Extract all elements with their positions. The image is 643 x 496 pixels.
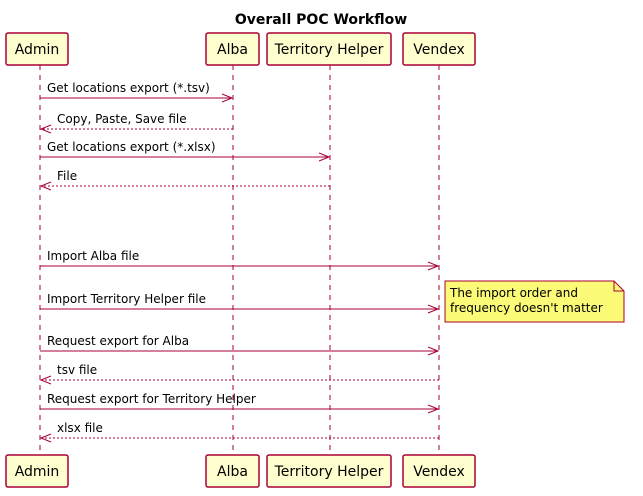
diagram-title: Overall POC Workflow [235,12,407,28]
participant-admin-bottom: Admin [5,454,69,488]
participant-label: Admin [15,464,60,480]
participant-label: Alba [217,42,248,58]
message-6: Import Territory Helper file [40,292,440,314]
message-label: Request export for Alba [47,334,189,348]
arrowhead [318,152,331,162]
participant-box [266,32,392,66]
message-label: Import Alba file [47,249,139,263]
participant-label: Vendex [413,464,465,480]
lifelines [39,65,440,455]
participant-box [5,32,69,66]
message-label: File [57,169,77,183]
participant-admin-top: Admin [5,32,69,66]
participant-alba-bottom: Alba [205,454,260,488]
participant-box [266,454,392,488]
note-line: The import order and [449,286,578,300]
message-10: xlsx file [39,421,439,443]
participant-box [205,454,260,488]
message-label: xlsx file [57,421,103,435]
message-label: tsv file [57,363,97,377]
message-7: Request export for Alba [40,334,440,356]
message-3: Get locations export (*.xlsx) [40,140,331,162]
participant-label: Admin [15,42,60,58]
message-label: Get locations export (*.tsv) [47,81,210,95]
arrowhead [427,404,440,414]
arrowhead [427,304,440,314]
participant-label: Territory Helper [274,42,384,58]
message-1: Get locations export (*.tsv) [40,81,234,103]
participant-box [402,32,476,66]
message-5: Import Alba file [40,249,440,271]
participant-vendex-top: Vendex [402,32,476,66]
arrowhead [39,433,52,443]
message-9: Request export for Territory Helper [40,392,440,414]
message-8: tsv file [39,363,439,385]
message-label: Copy, Paste, Save file [57,112,187,126]
arrowhead [39,124,52,134]
participant-box [5,454,69,488]
participant-vendex-bottom: Vendex [402,454,476,488]
arrowhead [39,181,52,191]
participant-label: Alba [217,464,248,480]
note-box [444,280,625,323]
arrowhead [427,261,440,271]
note-fold [613,281,624,292]
message-label: Get locations export (*.xlsx) [47,140,216,154]
participant-territory-helper-bottom: Territory Helper [266,454,392,488]
message-label: Import Territory Helper file [47,292,206,306]
arrowhead [221,93,234,103]
message-label: Request export for Territory Helper [47,392,256,406]
message-2: Copy, Paste, Save file [39,112,233,134]
participant-alba-top: Alba [205,32,260,66]
arrowhead [427,346,440,356]
participant-box [402,454,476,488]
message-4: File [39,169,330,191]
participant-label: Vendex [413,42,465,58]
note-line: frequency doesn't matter [450,301,603,315]
participant-box [205,32,260,66]
participant-territory-helper-top: Territory Helper [266,32,392,66]
participant-label: Territory Helper [274,464,384,480]
messages: Get locations export (*.tsv) Copy, Paste,… [39,81,440,443]
arrowhead [39,375,52,385]
